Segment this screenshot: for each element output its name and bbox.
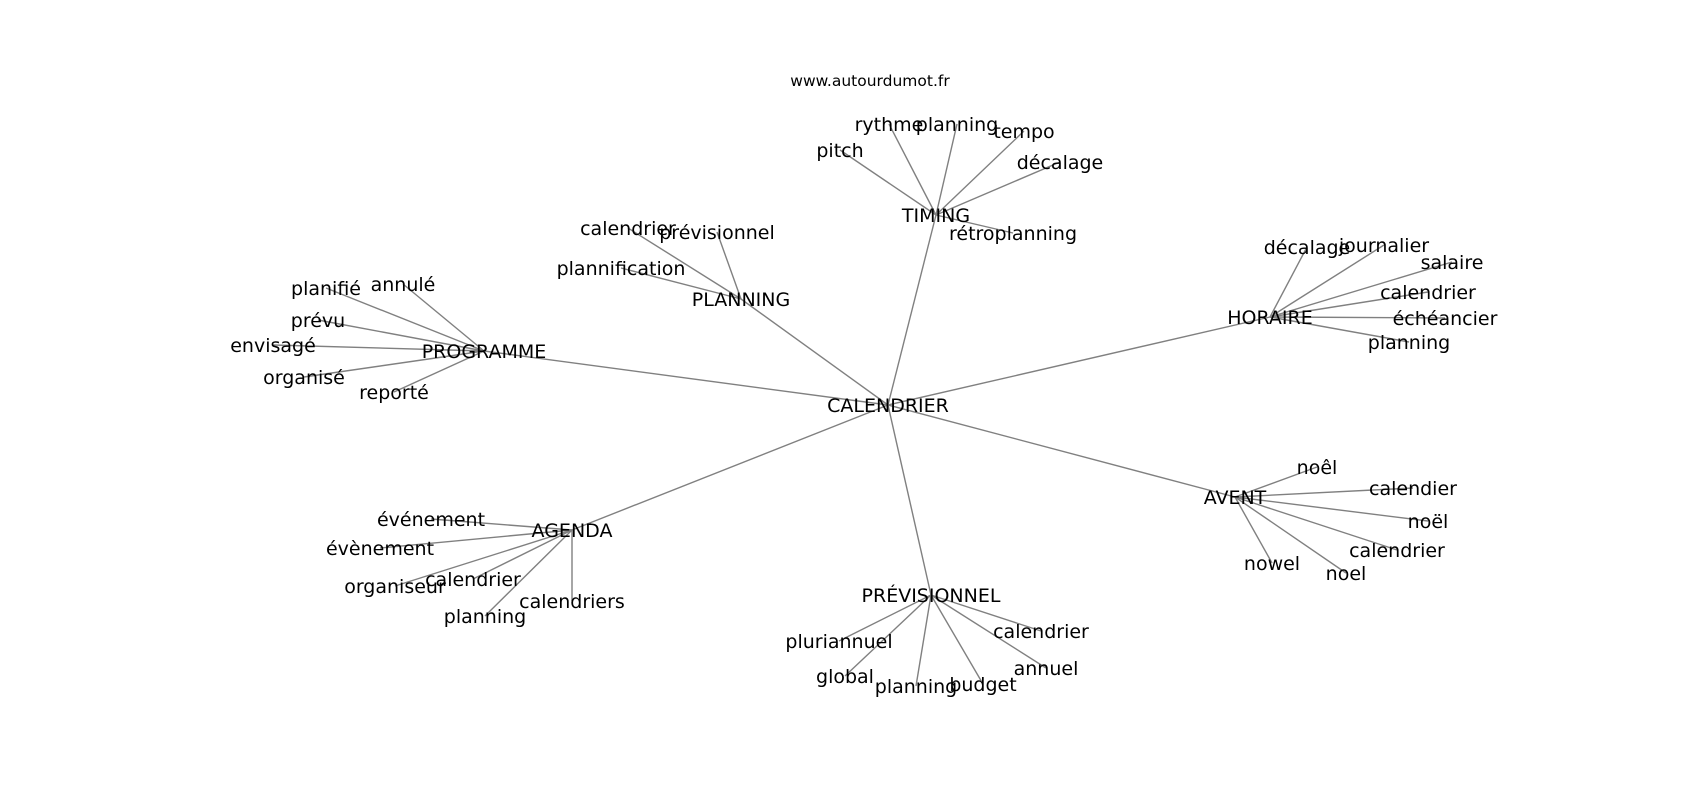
edge-agenda-calendrier [472,529,573,580]
leaf-node-timing-retroplanning[interactable]: rétroplanning [949,223,1077,245]
leaf-node-planning-plannification[interactable]: plannification [557,258,686,280]
leaf-node-avent-noel[interactable]: noêl [1297,457,1338,479]
leaf-node-avent-nowel[interactable]: nowel [1244,553,1300,575]
edge-planning-plannification [620,267,742,300]
group-node-planning[interactable]: PLANNING [692,289,790,311]
leaf-node-avent-noel[interactable]: noël [1408,511,1449,533]
edge-horaire-echeancier [1269,316,1446,319]
edge-center-programme [483,350,889,406]
edge-programme-prevu [317,319,485,352]
leaf-node-programme-planifie[interactable]: planifié [291,278,361,300]
edge-avent-noel [1234,466,1318,498]
edge-previsionnel-annuel [930,594,1047,669]
edge-previsionnel-planning [915,594,932,687]
group-node-previsionnel[interactable]: PRÉVISIONNEL [862,584,1001,607]
edge-center-avent [887,404,1236,498]
edge-horaire-journalier [1269,244,1385,318]
edge-previsionnel-pluriannuel [838,594,932,642]
edge-timing-tempo [935,130,1025,216]
edge-programme-organise [303,350,485,378]
leaf-node-horaire-salaire[interactable]: salaire [1421,252,1484,274]
leaf-node-agenda-evenement[interactable]: évènement [326,538,434,560]
leaf-node-programme-prevu[interactable]: prévu [291,310,345,332]
edge-avent-calendier [1234,487,1414,498]
leaf-node-previsionnel-global[interactable]: global [816,666,874,688]
edges-layer [272,123,1453,687]
edge-previsionnel-budget [930,594,984,685]
leaf-node-previsionnel-pluriannuel[interactable]: pluriannuel [785,631,892,653]
edge-programme-envisage [272,344,485,352]
edge-agenda-organiseur [394,529,573,587]
labels-layer: www.autourdumot.fr CALENDRIER TIMING pitch… [230,72,1497,698]
group-node-avent[interactable]: AVENT [1204,487,1267,509]
group-node-timing[interactable]: TIMING [901,205,970,227]
group-node-programme[interactable]: PROGRAMME [422,341,547,363]
leaf-node-timing-decalage[interactable]: décalage [1017,152,1104,174]
source-credit: www.autourdumot.fr [790,72,950,90]
edge-agenda-planning [484,529,573,617]
leaf-node-horaire-planning[interactable]: planning [1368,332,1450,354]
edge-programme-reporte [393,350,485,393]
edge-horaire-decalage [1269,246,1308,318]
edge-horaire-planning [1269,316,1410,343]
edge-previsionnel-calendrier [930,594,1042,632]
leaf-node-programme-reporte[interactable]: reporté [359,382,429,404]
leaf-node-avent-calendier[interactable]: calendier [1369,478,1457,500]
leaf-node-previsionnel-calendrier[interactable]: calendrier [993,621,1089,643]
leaf-node-agenda-calendrier[interactable]: calendrier [425,569,521,591]
edge-timing-retroplanning [935,214,1014,234]
leaf-node-timing-tempo[interactable]: tempo [993,121,1054,143]
edge-timing-decalage [935,161,1061,216]
leaf-node-avent-calendrier[interactable]: calendrier [1349,540,1445,562]
edge-previsionnel-global [844,594,932,677]
leaf-node-planning-calendrier[interactable]: calendrier [580,218,676,240]
leaf-node-avent-noel[interactable]: noel [1326,563,1367,585]
leaf-node-previsionnel-annuel[interactable]: annuel [1014,658,1079,680]
edge-programme-annule [402,283,485,352]
leaf-node-horaire-journalier[interactable]: journalier [1338,235,1429,257]
leaf-node-planning-previsionnel[interactable]: prévisionnel [659,222,775,244]
leaf-node-previsionnel-budget[interactable]: budget [949,674,1016,696]
edge-horaire-salaire [1269,261,1453,318]
edge-planning-calendrier [627,227,742,300]
edge-agenda-evenement [379,529,573,549]
leaf-node-previsionnel-planning[interactable]: planning [875,676,957,698]
leaf-node-programme-annule[interactable]: annulé [371,274,436,296]
leaf-node-programme-organise[interactable]: organisé [263,367,345,389]
edge-center-previsionnel [887,404,932,596]
leaf-node-horaire-decalage[interactable]: décalage [1264,237,1351,259]
center-node-label[interactable]: CALENDRIER [827,395,949,417]
edge-timing-planning [935,123,958,216]
edge-center-horaire [887,316,1271,406]
leaf-node-timing-pitch[interactable]: pitch [816,140,863,162]
edge-timing-rythme [888,123,937,216]
group-node-agenda[interactable]: AGENDA [532,520,613,542]
edge-agenda-evenement [430,518,573,531]
leaf-node-agenda-organiseur[interactable]: organiseur [344,576,446,598]
leaf-node-programme-envisage[interactable]: envisagé [230,335,316,357]
leaf-node-timing-planning[interactable]: planning [916,114,998,136]
leaf-node-agenda-calendriers[interactable]: calendriers [519,591,625,613]
edge-horaire-calendrier [1269,291,1429,318]
leaf-node-horaire-calendrier[interactable]: calendrier [1380,282,1476,304]
edge-avent-noel [1234,496,1347,574]
edge-planning-previsionnel [716,231,742,300]
leaf-node-agenda-planning[interactable]: planning [444,606,526,628]
edge-center-timing [887,214,937,406]
group-node-horaire[interactable]: HORAIRE [1227,307,1312,329]
edge-center-agenda [571,404,889,531]
edge-avent-noel [1234,496,1429,522]
edge-center-planning [740,298,889,406]
edge-avent-calendrier [1234,496,1398,551]
leaf-node-timing-rythme[interactable]: rythme [855,114,924,136]
edge-timing-pitch [839,149,937,216]
edge-programme-planifie [325,287,485,352]
edge-avent-nowel [1234,496,1273,564]
leaf-node-agenda-evenement[interactable]: événement [377,509,485,531]
leaf-node-horaire-echeancier[interactable]: échéancier [1393,308,1498,330]
